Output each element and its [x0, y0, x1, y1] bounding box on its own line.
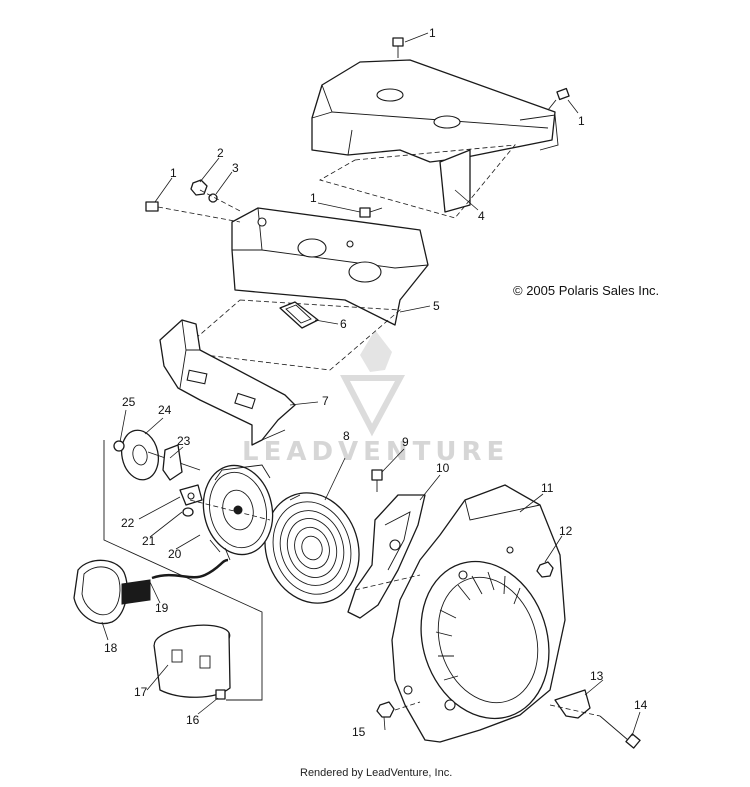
callout-13: 13 [590, 669, 604, 683]
fasteners [145, 37, 641, 749]
starter-rope [151, 558, 229, 580]
rope-guide-cup [153, 624, 231, 698]
gasket [279, 301, 319, 329]
starter-handle [73, 559, 151, 625]
recoil-housing [391, 484, 566, 743]
recoil-spring [264, 492, 360, 604]
recoil-pulley [202, 464, 274, 561]
callout-1-top: 1 [429, 26, 436, 40]
callout-4: 4 [478, 209, 485, 223]
callout-24: 24 [158, 403, 172, 417]
callout-21: 21 [142, 534, 156, 548]
leader-lines [101, 32, 641, 737]
pawl-hardware [113, 429, 203, 517]
leadventure-watermark: LEADVENTURE [242, 330, 509, 467]
callout-23: 23 [177, 434, 191, 448]
callout-8: 8 [343, 429, 350, 443]
watermark-text: LEADVENTURE [242, 437, 509, 467]
callout-1-middle: 1 [310, 191, 317, 205]
callout-18: 18 [104, 641, 118, 655]
callout-1-left: 1 [170, 166, 177, 180]
callout-15: 15 [352, 725, 366, 739]
callout-2: 2 [217, 146, 224, 160]
callout-7: 7 [322, 394, 329, 408]
callout-14: 14 [634, 698, 648, 712]
callout-10: 10 [436, 461, 450, 475]
callout-5: 5 [433, 299, 440, 313]
callout-9: 9 [402, 435, 409, 449]
callout-1-right: 1 [578, 114, 585, 128]
mounting-bracket [159, 319, 296, 446]
callout-17: 17 [134, 685, 148, 699]
upper-shroud [311, 59, 559, 219]
callout-22: 22 [121, 516, 135, 530]
callout-19: 19 [155, 601, 169, 615]
callout-12: 12 [559, 524, 573, 538]
copyright-text: © 2005 Polaris Sales Inc. [513, 283, 659, 298]
callout-25: 25 [122, 395, 136, 409]
callout-3: 3 [232, 161, 239, 175]
callout-16: 16 [186, 713, 200, 727]
callout-11: 11 [541, 481, 554, 495]
callout-labels: 1 1 1 1 2 3 4 5 6 7 8 9 10 11 12 13 14 1… [104, 26, 648, 739]
lower-shroud-panel [179, 207, 429, 371]
assembly-lines [103, 440, 601, 717]
callout-6: 6 [340, 317, 347, 331]
footer-credit: Rendered by LeadVenture, Inc. [300, 767, 452, 779]
callout-20: 20 [168, 547, 182, 561]
